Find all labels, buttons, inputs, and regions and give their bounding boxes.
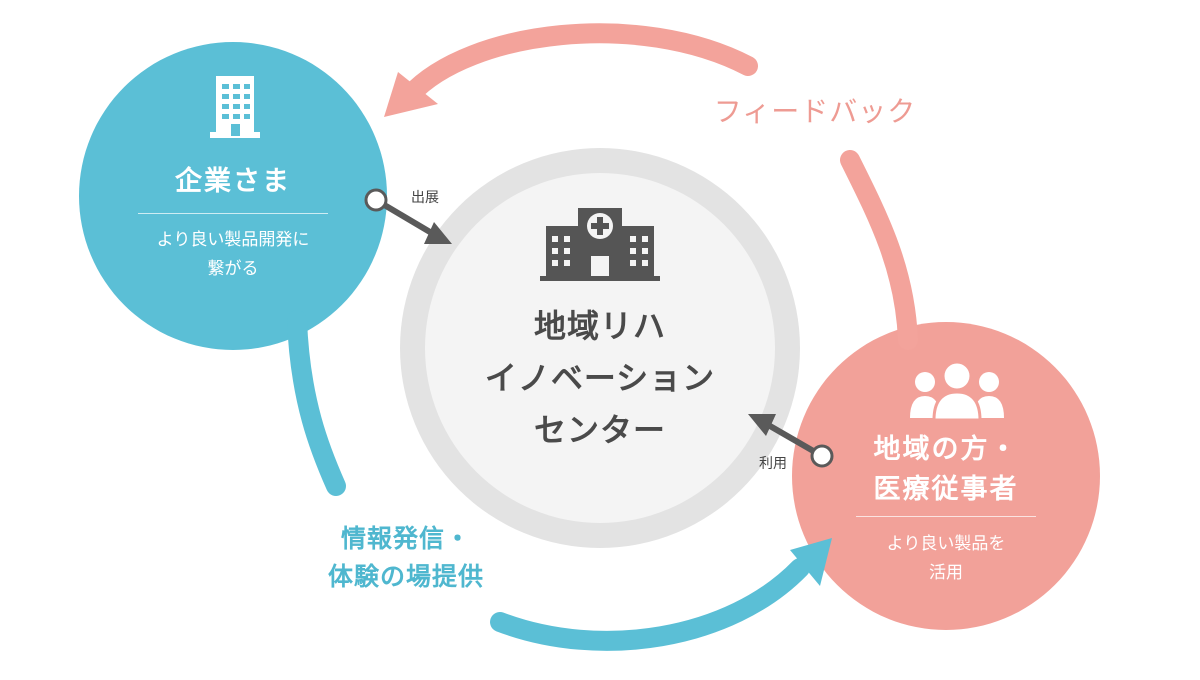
use-label: 利用 [759, 456, 787, 472]
community-desc-line1: より良い製品を [886, 534, 1006, 554]
feedback-label: フィードバック [713, 95, 917, 128]
center-title-line2: イノベーション [484, 359, 716, 397]
company-circle [79, 42, 387, 350]
feedback-arrow [384, 23, 918, 350]
community-circle [792, 322, 1100, 630]
company-desc: より良い製品開発に 繋がる [118, 226, 348, 284]
info-label: 情報発信・ 体験の場提供 [296, 520, 516, 596]
company-title: 企業さま [175, 166, 291, 197]
info-label-line1: 情報発信・ [340, 524, 471, 553]
company-divider [138, 213, 328, 214]
center-circle [400, 148, 800, 548]
center-title-line3: センター [533, 411, 666, 449]
center-title: 地域リハ イノベーション センター [440, 300, 760, 456]
community-desc-line2: 活用 [929, 563, 963, 583]
community-title-line2: 医療従事者 [873, 474, 1019, 505]
center-inner [425, 173, 775, 523]
center-title-line1: 地域リハ [533, 307, 666, 345]
people-group-icon [910, 360, 1004, 422]
office-building-icon [210, 76, 260, 138]
company-desc-line1: より良い製品開発に [156, 230, 310, 250]
info-arrow [287, 310, 832, 651]
use-connector [748, 414, 834, 468]
community-desc: より良い製品を 活用 [846, 530, 1046, 588]
info-label-line2: 体験の場提供 [327, 562, 484, 591]
exhibit-connector [364, 188, 452, 244]
community-title-line1: 地域の方・ [873, 434, 1019, 465]
company-desc-line2: 繋がる [207, 259, 259, 279]
community-divider [856, 516, 1036, 517]
exhibit-label: 出展 [411, 190, 439, 206]
hospital-icon [540, 208, 660, 281]
community-title: 地域の方・ 医療従事者 [846, 430, 1046, 510]
